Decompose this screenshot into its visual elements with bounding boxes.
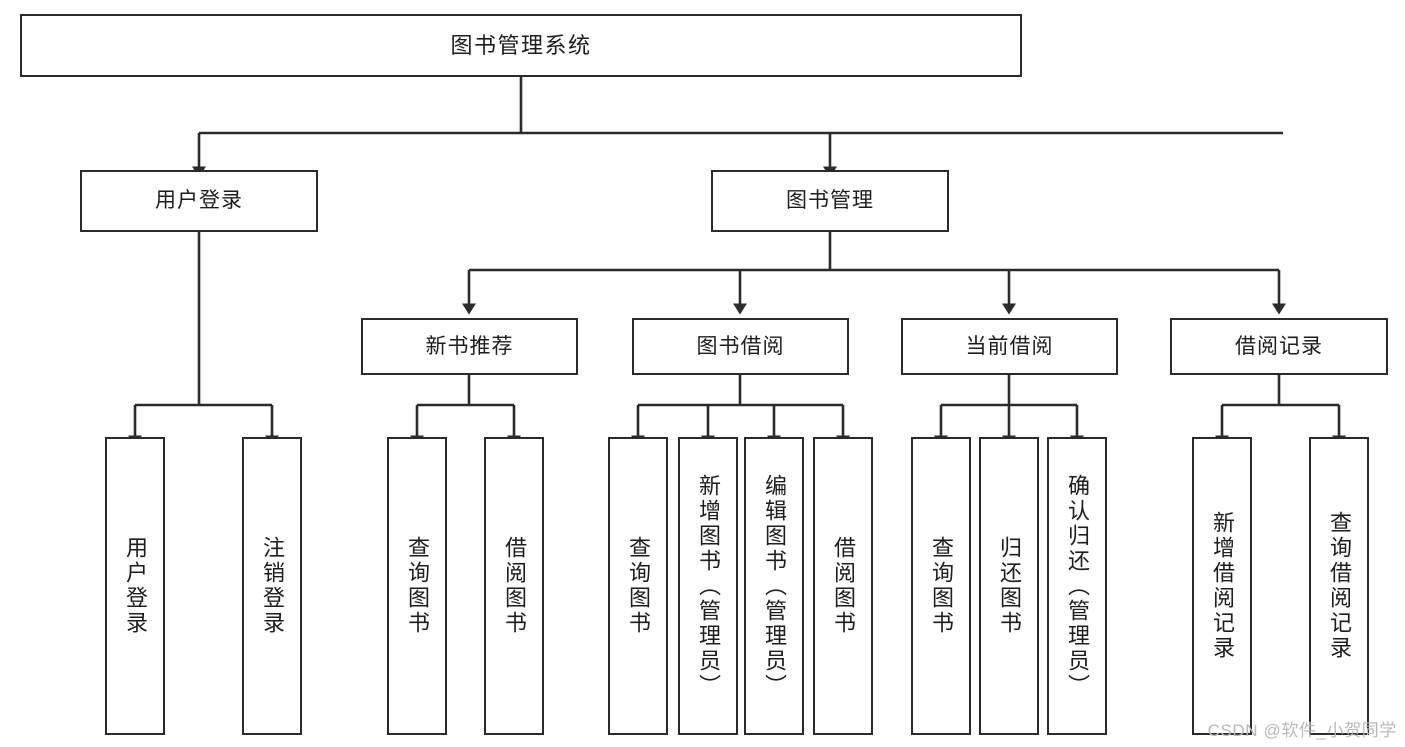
node-leaf-query-book-2-label: 查询图书 [626, 536, 651, 636]
node-leaf-borrow-book-1-label: 借阅图书 [502, 536, 527, 636]
node-book-borrow-label: 图书借阅 [696, 334, 785, 358]
node-leaf-confirm-return-label: 确认归还（管理员） [1065, 473, 1090, 699]
node-leaf-add-record[interactable]: 新增借阅记录 [1192, 437, 1252, 735]
node-leaf-query-record-label: 查询借阅记录 [1327, 511, 1352, 661]
node-leaf-add-record-label: 新增借阅记录 [1210, 511, 1235, 661]
node-root[interactable]: 图书管理系统 [20, 14, 1022, 77]
node-user-login[interactable]: 用户登录 [80, 170, 318, 232]
node-leaf-user-login[interactable]: 用户登录 [105, 437, 165, 735]
node-leaf-query-book-3-label: 查询图书 [929, 536, 954, 636]
node-new-book-recommend-label: 新书推荐 [425, 334, 514, 358]
node-user-login-label: 用户登录 [155, 189, 243, 213]
node-leaf-query-book-1-label: 查询图书 [405, 536, 430, 636]
node-leaf-query-book-1[interactable]: 查询图书 [387, 437, 447, 735]
node-leaf-query-record[interactable]: 查询借阅记录 [1309, 437, 1369, 735]
node-borrow-records[interactable]: 借阅记录 [1170, 318, 1388, 375]
node-leaf-add-book[interactable]: 新增图书（管理员） [678, 437, 738, 735]
node-leaf-borrow-book-2[interactable]: 借阅图书 [813, 437, 873, 735]
node-leaf-edit-book[interactable]: 编辑图书（管理员） [744, 437, 804, 735]
node-new-book-recommend[interactable]: 新书推荐 [361, 318, 578, 375]
node-leaf-query-book-3[interactable]: 查询图书 [911, 437, 971, 735]
node-leaf-add-book-label: 新增图书（管理员） [696, 473, 721, 699]
node-leaf-logout-label: 注销登录 [260, 536, 285, 636]
node-current-borrow[interactable]: 当前借阅 [901, 318, 1118, 375]
node-leaf-edit-book-label: 编辑图书（管理员） [762, 473, 787, 699]
node-leaf-return-book[interactable]: 归还图书 [979, 437, 1039, 735]
node-book-management-label: 图书管理 [786, 189, 874, 213]
node-current-borrow-label: 当前借阅 [965, 334, 1054, 358]
node-borrow-records-label: 借阅记录 [1235, 334, 1323, 358]
node-book-management[interactable]: 图书管理 [711, 170, 949, 232]
node-leaf-borrow-book-2-label: 借阅图书 [831, 536, 856, 636]
node-leaf-confirm-return[interactable]: 确认归还（管理员） [1047, 437, 1107, 735]
node-leaf-borrow-book-1[interactable]: 借阅图书 [484, 437, 544, 735]
node-leaf-logout[interactable]: 注销登录 [242, 437, 302, 735]
node-leaf-user-login-label: 用户登录 [123, 536, 148, 636]
node-leaf-query-book-2[interactable]: 查询图书 [608, 437, 668, 735]
node-leaf-return-book-label: 归还图书 [997, 536, 1022, 636]
node-root-label: 图书管理系统 [450, 32, 592, 58]
node-book-borrow[interactable]: 图书借阅 [632, 318, 849, 375]
